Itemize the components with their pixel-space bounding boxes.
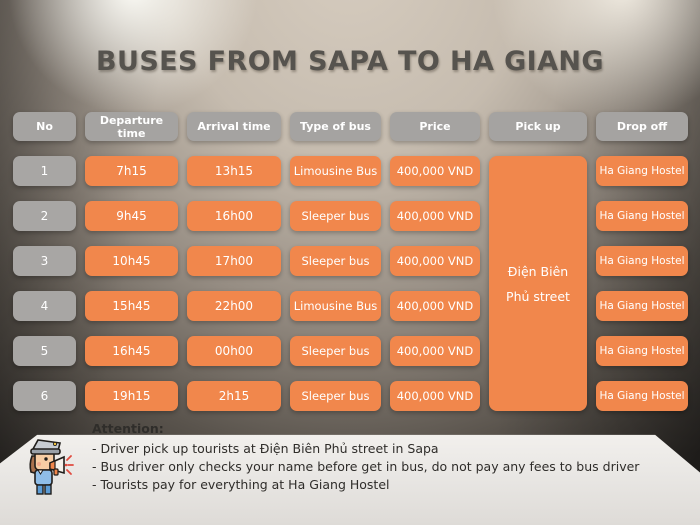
attention-item: - Bus driver only checks your name befor… [92,459,640,474]
cell-price: 400,000 VND [390,381,480,411]
column-header-dropoff: Drop off [596,112,688,141]
cell-arrival: 16h00 [187,201,281,231]
cell-bus-type: Limousine Bus [290,291,381,321]
cell-departure: 9h45 [85,201,178,231]
cell-no: 6 [13,381,76,411]
attention-heading: Attention: [92,421,164,436]
cell-arrival: 17h00 [187,246,281,276]
cell-dropoff: Ha Giang Hostel [596,246,688,276]
attention-item: - Driver pick up tourists at Điện Biên P… [92,441,439,456]
cell-arrival: 2h15 [187,381,281,411]
cell-price: 400,000 VND [390,156,480,186]
cell-departure: 16h45 [85,336,178,366]
bus-schedule-table: No Departure time Arrival time Type of b… [13,112,688,411]
cell-arrival: 00h00 [187,336,281,366]
cell-departure: 19h15 [85,381,178,411]
cell-dropoff: Ha Giang Hostel [596,381,688,411]
cell-no: 2 [13,201,76,231]
column-header-arrival: Arrival time [187,112,281,141]
cell-arrival: 22h00 [187,291,281,321]
cell-price: 400,000 VND [390,291,480,321]
floor-background [0,434,700,525]
column-header-no: No [13,112,76,141]
cell-no: 5 [13,336,76,366]
attention-note: Attention: - Driver pick up tourists at … [92,420,639,494]
column-header-price: Price [390,112,480,141]
column-header-departure: Departure time [85,112,178,141]
cell-dropoff: Ha Giang Hostel [596,291,688,321]
cell-bus-type: Limousine Bus [290,156,381,186]
cell-price: 400,000 VND [390,201,480,231]
cell-bus-type: Sleeper bus [290,246,381,276]
cell-departure: 15h45 [85,291,178,321]
cell-dropoff: Ha Giang Hostel [596,201,688,231]
page-title: BUSES FROM SAPA TO HA GIANG [96,46,604,77]
cell-no: 1 [13,156,76,186]
cell-arrival: 13h15 [187,156,281,186]
column-header-type: Type of bus [290,112,381,141]
cell-dropoff: Ha Giang Hostel [596,336,688,366]
cell-dropoff: Ha Giang Hostel [596,156,688,186]
pickup-cell-shared: Điện Biên Phủ street [489,156,587,411]
cell-no: 3 [13,246,76,276]
cell-departure: 7h15 [85,156,178,186]
cell-no: 4 [13,291,76,321]
cell-price: 400,000 VND [390,246,480,276]
announcer-megaphone-icon [29,439,74,495]
cell-bus-type: Sleeper bus [290,336,381,366]
cell-price: 400,000 VND [390,336,480,366]
cell-bus-type: Sleeper bus [290,381,381,411]
attention-item: - Tourists pay for everything at Ha Gian… [92,477,390,492]
column-header-pickup: Pick up [489,112,587,141]
cell-bus-type: Sleeper bus [290,201,381,231]
cell-departure: 10h45 [85,246,178,276]
